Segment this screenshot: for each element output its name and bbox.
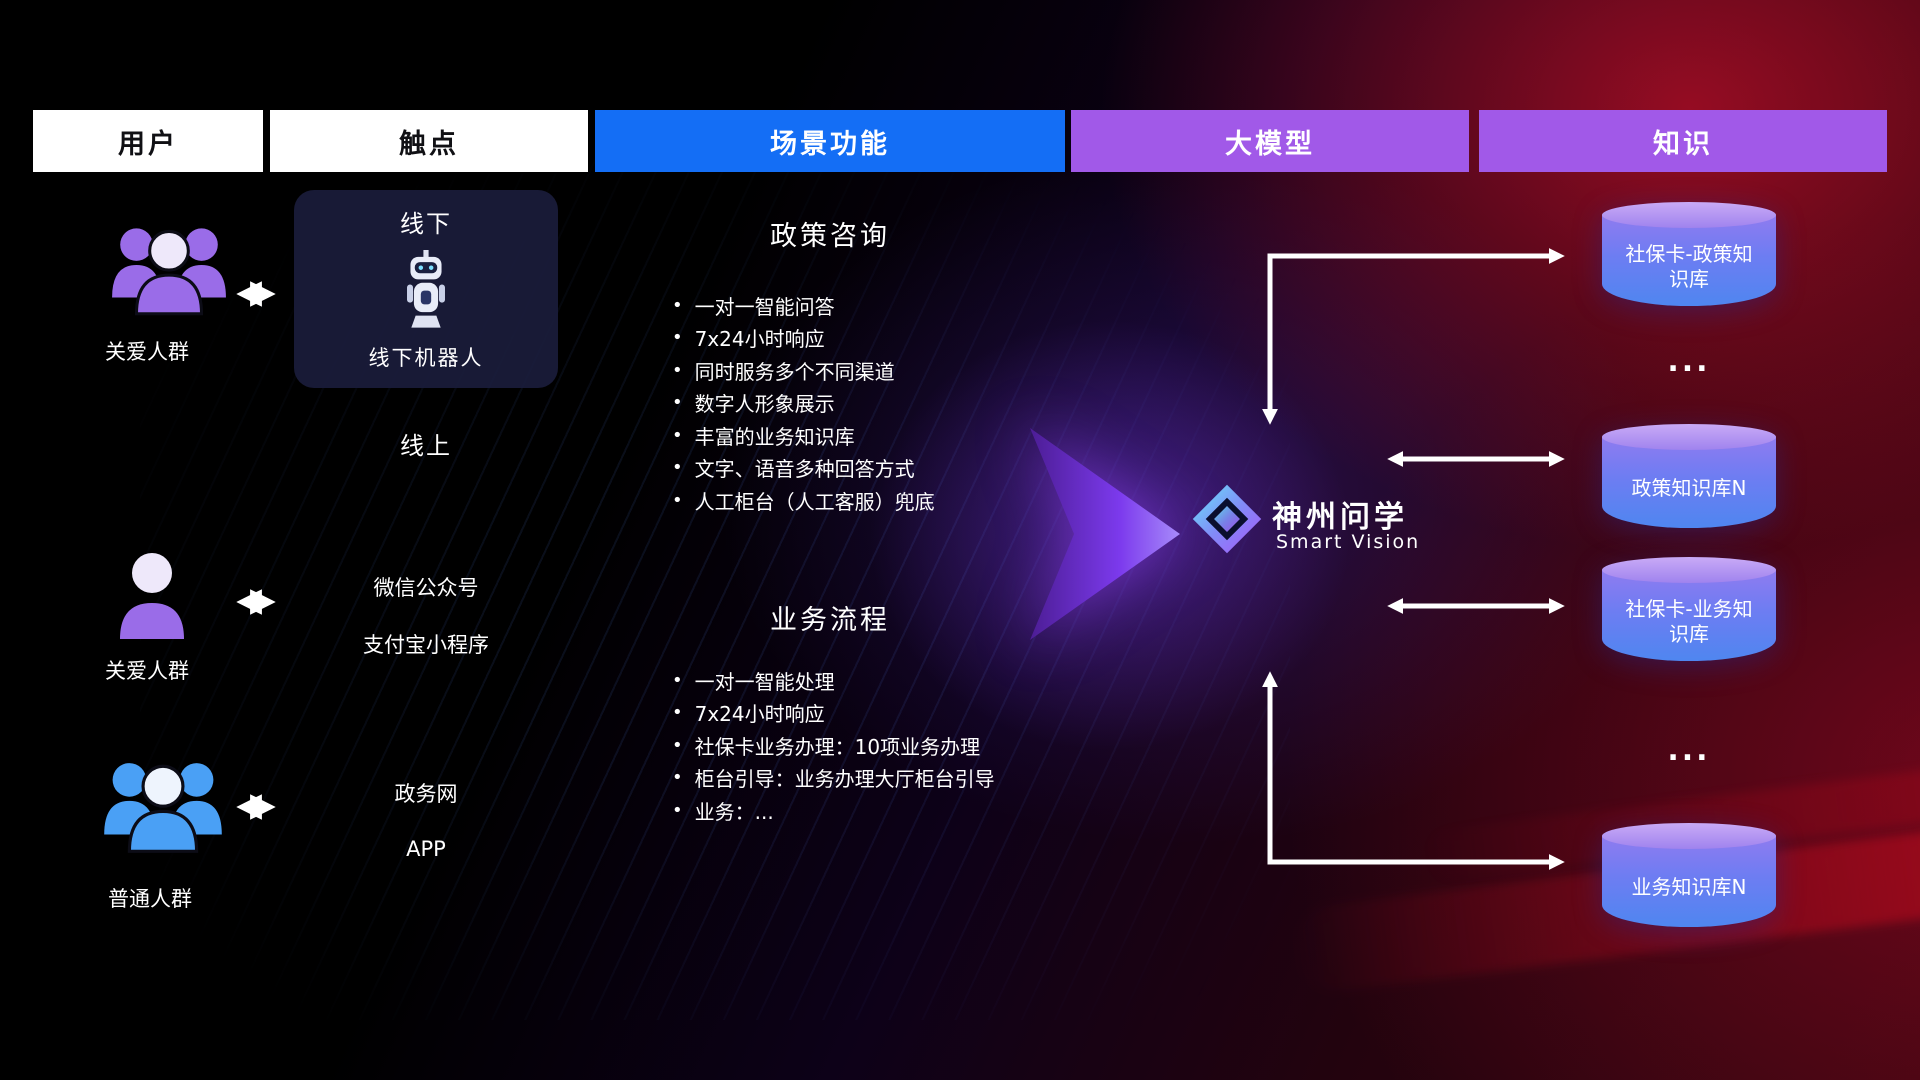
smart-vision-logo-icon xyxy=(1192,484,1262,554)
list-item: 数字人形象展示 xyxy=(672,387,1102,420)
user-group-label: 关爱人群 xyxy=(37,655,257,685)
list-item: 丰富的业务知识库 xyxy=(672,419,1102,452)
list-item: 人工柜台（人工客服）兜底 xyxy=(672,484,1102,517)
knowledge-db-business-n: 业务知识库N xyxy=(1602,823,1776,927)
cylinder-body: 业务知识库N xyxy=(1602,836,1776,927)
knowledge-db-label: 政策知识库N xyxy=(1631,476,1747,500)
scene-title-policy: 政策咨询 xyxy=(770,221,890,252)
cylinder-top xyxy=(1602,202,1776,228)
channel-wechat: 微信公众号 xyxy=(373,576,479,600)
cylinder-top xyxy=(1602,557,1776,583)
list-item: 7x24小时响应 xyxy=(672,322,1102,355)
column-header-label: 场景功能 xyxy=(770,128,890,160)
knowledge-db-label: 社保卡-政策知识库 xyxy=(1625,241,1753,291)
user-group-label: 关爱人群 xyxy=(37,336,257,366)
users-group-purple-icon xyxy=(112,228,226,316)
channel-govweb: 政务网 xyxy=(394,782,458,806)
knowledge-db-policy-sscard: 社保卡-政策知识库 xyxy=(1602,202,1776,306)
list-item: 业务：... xyxy=(672,794,1102,827)
policy-feature-list: 一对一智能问答 7x24小时响应 同时服务多个不同渠道 数字人形象展示 丰富的业… xyxy=(672,289,1102,517)
offline-title: 线下 xyxy=(400,210,452,238)
column-header-label: 用户 xyxy=(118,128,178,160)
ellipsis-more: ... xyxy=(1667,733,1711,768)
list-item: 7x24小时响应 xyxy=(672,697,1102,730)
model-subtitle: Smart Vision xyxy=(1276,531,1421,553)
channel-app: APP xyxy=(406,837,446,861)
robot-icon xyxy=(407,249,445,328)
column-header-touchpoints: 触点 xyxy=(270,110,588,172)
user-label-text: 关爱人群 xyxy=(105,659,189,683)
online-title: 线上 xyxy=(400,432,452,460)
column-header-scenes: 场景功能 xyxy=(595,110,1065,172)
user-label-text: 普通人群 xyxy=(108,887,192,911)
users-group-blue-icon xyxy=(104,763,222,853)
cylinder-body: 社保卡-业务知识库 xyxy=(1602,570,1776,661)
knowledge-db-policy-n: 政策知识库N xyxy=(1602,424,1776,528)
list-item: 同时服务多个不同渠道 xyxy=(672,354,1102,387)
offline-touchpoint-card: 线下 线下机器人 xyxy=(294,190,558,388)
cylinder-top xyxy=(1602,823,1776,849)
list-item: 社保卡业务办理：10项业务办理 xyxy=(672,729,1102,762)
user-label-text: 关爱人群 xyxy=(105,340,189,364)
user-group-label: 普通人群 xyxy=(40,883,260,913)
cylinder-top xyxy=(1602,424,1776,450)
offline-device-label: 线下机器人 xyxy=(368,346,484,370)
list-item: 文字、语音多种回答方式 xyxy=(672,452,1102,485)
model-name: 神州问学 xyxy=(1272,500,1408,535)
knowledge-db-label: 业务知识库N xyxy=(1631,875,1747,899)
scene-title-business: 业务流程 xyxy=(770,605,890,636)
user-person-purple-icon xyxy=(120,553,184,639)
column-header-model: 大模型 xyxy=(1071,110,1469,172)
knowledge-db-business-sscard: 社保卡-业务知识库 xyxy=(1602,557,1776,661)
column-header-label: 触点 xyxy=(399,128,459,160)
list-item: 一对一智能处理 xyxy=(672,664,1102,697)
channel-alipay: 支付宝小程序 xyxy=(363,633,489,657)
list-item: 一对一智能问答 xyxy=(672,289,1102,322)
business-feature-list: 一对一智能处理 7x24小时响应 社保卡业务办理：10项业务办理 柜台引导：业务… xyxy=(672,664,1102,827)
cylinder-body: 社保卡-政策知识库 xyxy=(1602,215,1776,306)
cylinder-body: 政策知识库N xyxy=(1602,437,1776,528)
list-item: 柜台引导：业务办理大厅柜台引导 xyxy=(672,762,1102,795)
column-header-knowledge: 知识 xyxy=(1479,110,1887,172)
column-header-label: 知识 xyxy=(1653,128,1713,160)
big-flow-arrow-icon xyxy=(1030,428,1180,640)
column-header-label: 大模型 xyxy=(1225,128,1315,160)
ellipsis-more: ... xyxy=(1667,344,1711,379)
column-header-users: 用户 xyxy=(33,110,263,172)
knowledge-db-label: 社保卡-业务知识库 xyxy=(1625,596,1753,646)
